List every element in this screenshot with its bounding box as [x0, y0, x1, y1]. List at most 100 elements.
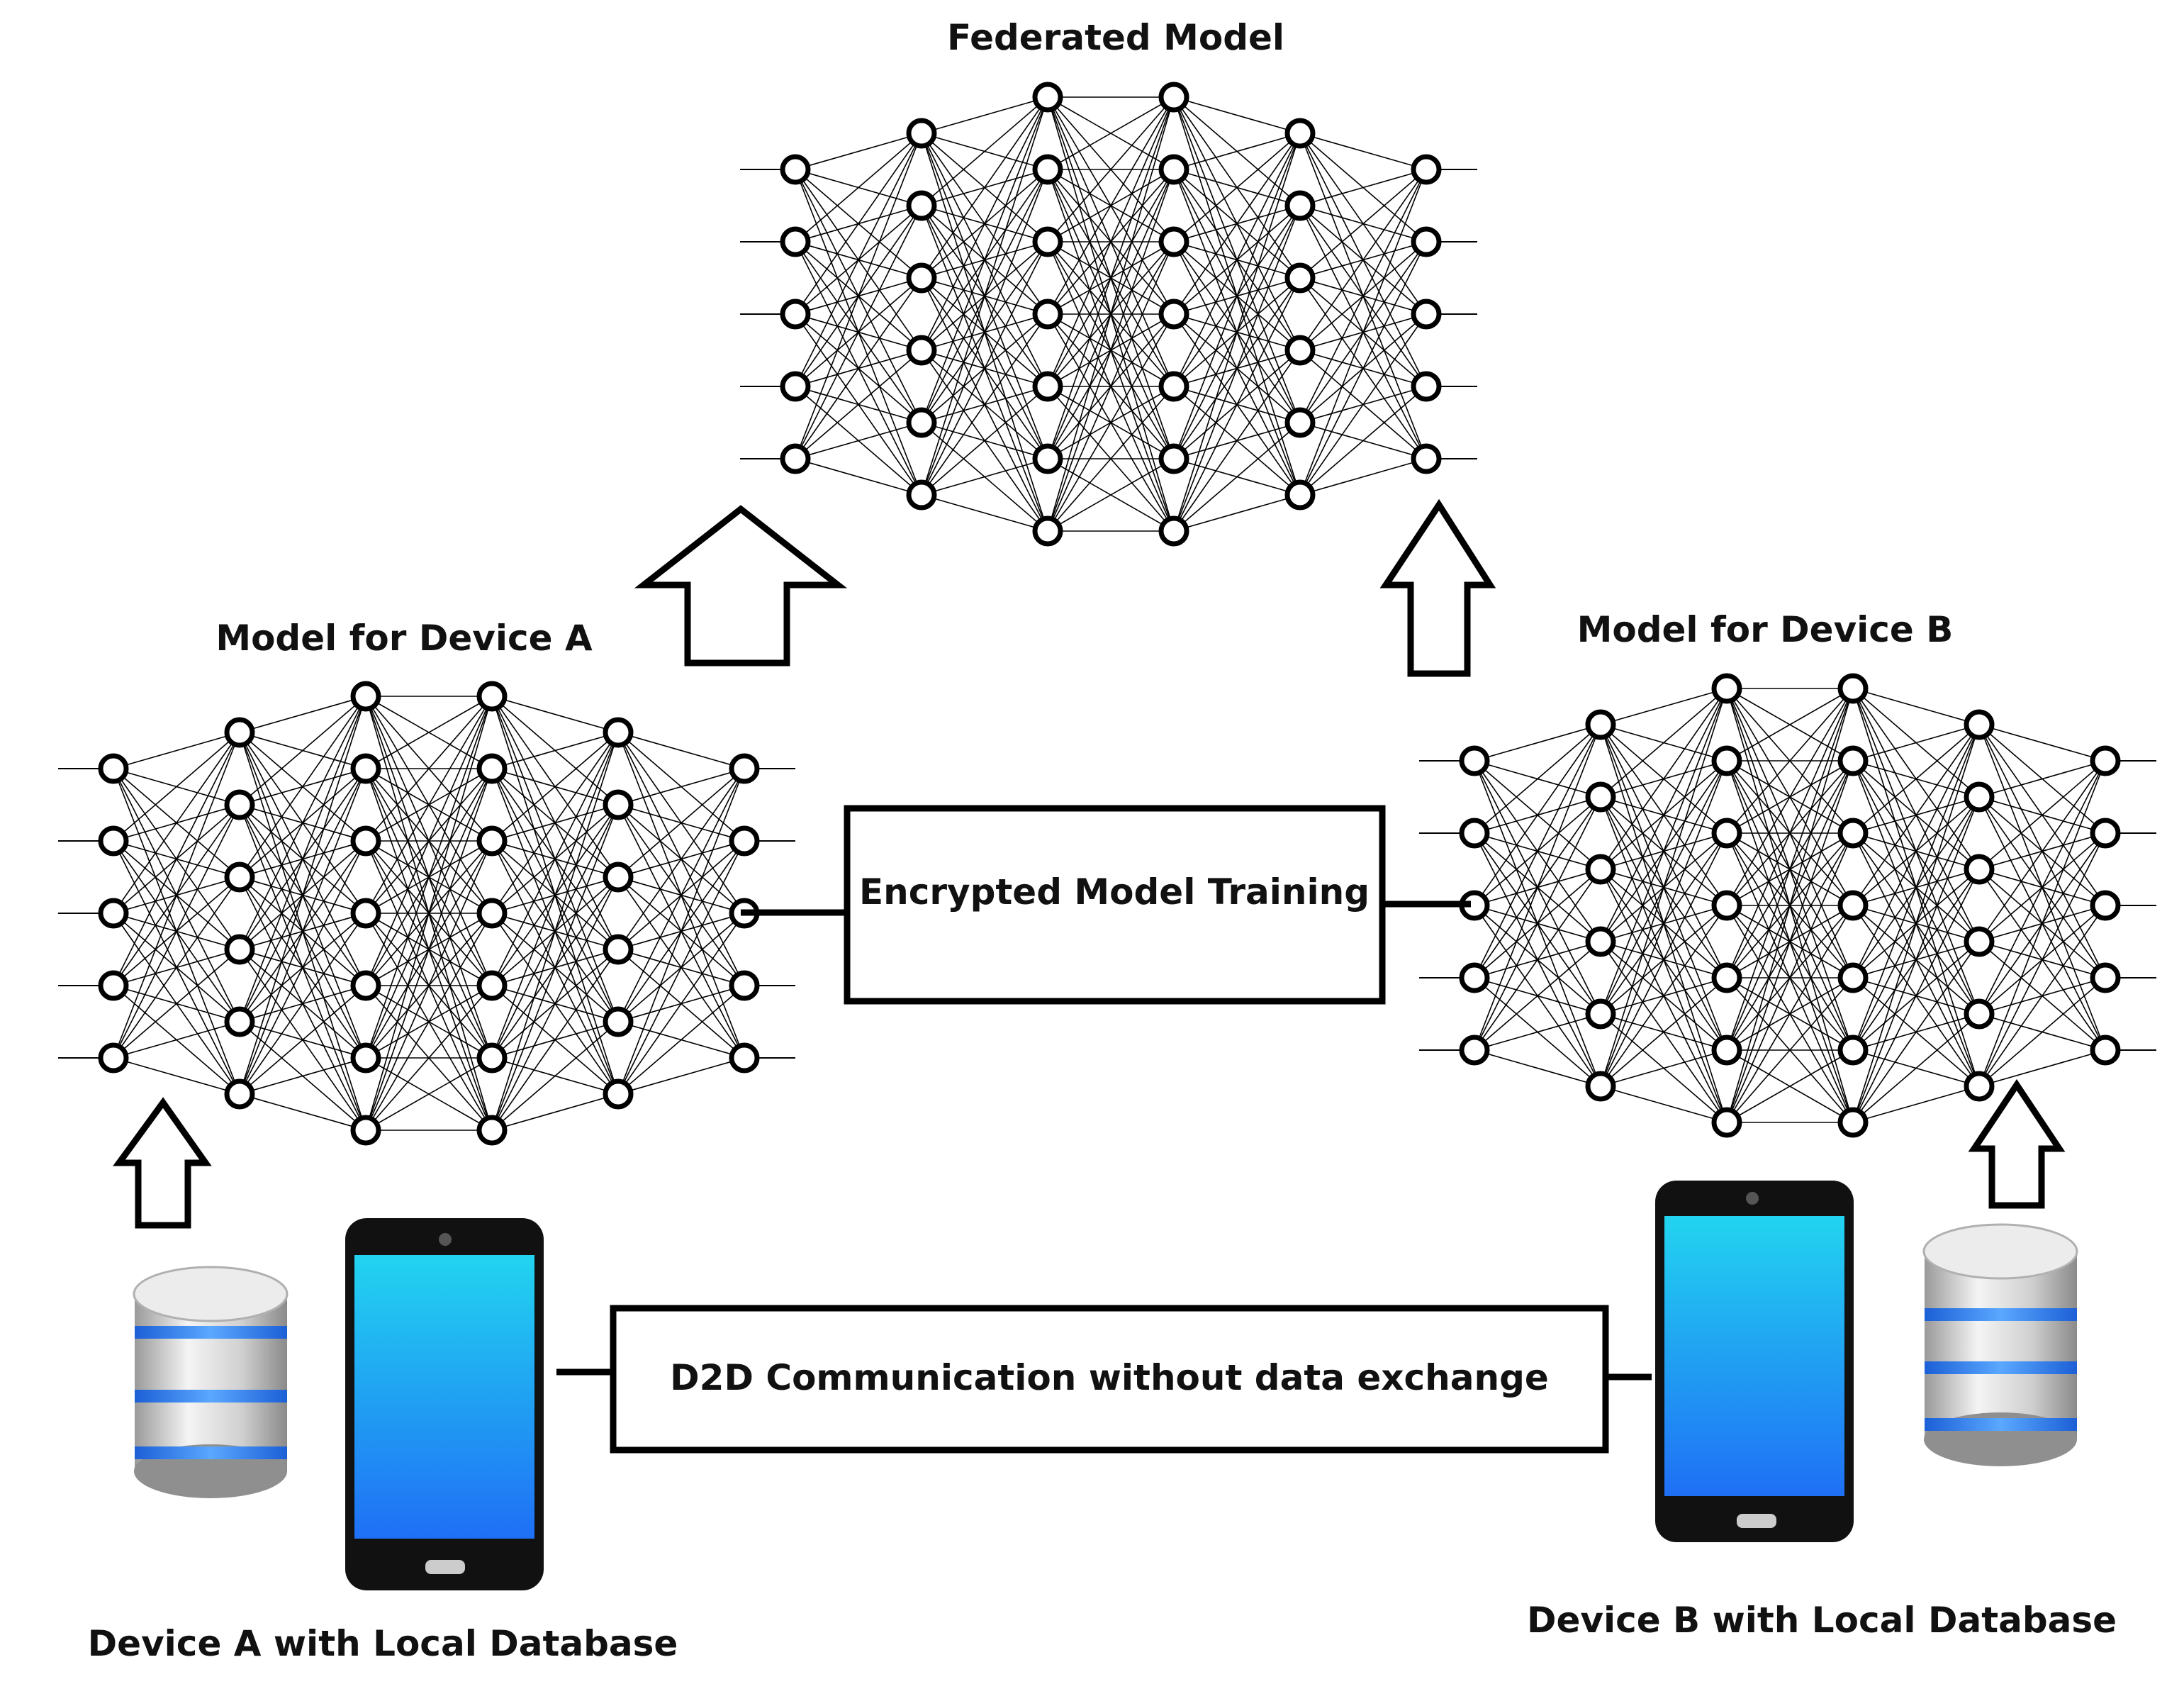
model-a-node: [476, 681, 508, 712]
federated-edge: [1173, 133, 1301, 170]
model-b-edge: [1726, 688, 1854, 978]
federated-edge: [1173, 277, 1301, 532]
federated-edge: [1299, 133, 1427, 170]
model-a-edge: [365, 913, 493, 1131]
model-b-edge: [1474, 941, 1601, 1051]
federated-node: [1284, 479, 1316, 511]
model-b-node: [1711, 1107, 1742, 1138]
federated-edge: [1299, 169, 1427, 496]
model-a-edge: [617, 732, 745, 769]
model-a-edge: [491, 732, 619, 914]
model-b-edge: [1600, 760, 1727, 1087]
federated-node: [780, 226, 811, 257]
federated-edge: [1047, 169, 1175, 532]
model-b-node: [1837, 818, 1869, 849]
model-a-edge: [365, 696, 493, 842]
federated-edge: [1047, 313, 1175, 532]
model-b-edge: [1474, 724, 1601, 1051]
encrypted-training-box: [844, 805, 1386, 1005]
database-a-icon: [133, 1266, 289, 1498]
model-a-edge: [617, 1057, 745, 1095]
model-b-node: [1711, 1035, 1742, 1066]
federated-node: [1284, 190, 1316, 221]
model-a-edge: [239, 985, 366, 1095]
model-b-edge: [1726, 832, 1854, 1123]
device-a-model-title: Model for Device A: [215, 618, 593, 659]
model-b-node: [1711, 673, 1742, 704]
model-b-edge: [1474, 724, 1601, 978]
federated-edge: [1173, 494, 1301, 532]
model-a-node: [729, 753, 760, 784]
federated-node: [906, 407, 937, 438]
model-b-node: [2090, 890, 2121, 921]
federated-edge: [1173, 96, 1301, 134]
model-b-node: [1585, 926, 1616, 957]
federated-node: [1284, 335, 1316, 366]
federated-node: [1158, 82, 1189, 113]
federated-node: [780, 371, 811, 402]
federated-node: [1032, 154, 1063, 185]
model-a-node: [224, 789, 255, 820]
federated-edge: [795, 133, 922, 242]
model-b-node: [1711, 745, 1742, 776]
federated-node: [1032, 299, 1063, 330]
model-a-node: [350, 753, 381, 784]
model-b-node: [1585, 854, 1616, 885]
federated-edge: [1299, 458, 1427, 496]
device-a-caption: Device A with Local Database: [88, 1623, 678, 1664]
federated-edge: [921, 494, 1048, 532]
federated-node: [1158, 443, 1189, 474]
model-a-node: [603, 1078, 634, 1110]
model-a-node: [98, 825, 129, 857]
federated-edge: [1173, 133, 1301, 459]
model-a-node: [98, 1042, 129, 1074]
model-b-edge: [1726, 688, 1854, 906]
model-a-edge: [113, 732, 240, 769]
model-a-node: [603, 1006, 634, 1037]
model-a-edge: [491, 732, 619, 1131]
model-b-edge: [1600, 1086, 1727, 1123]
model-a-node: [98, 753, 129, 784]
federated-node: [1032, 226, 1063, 257]
federated-edge: [1047, 96, 1175, 459]
model-a-edge: [491, 804, 619, 1131]
data-arrow-a-icon: [113, 1097, 212, 1229]
federated-edge: [795, 277, 922, 459]
federated-edge: [1299, 169, 1427, 423]
model-a-edge: [491, 732, 619, 986]
federated-node: [1158, 299, 1189, 330]
model-a-node: [98, 970, 129, 1001]
federated-edge: [1173, 133, 1301, 242]
model-a-node: [729, 970, 760, 1001]
model-b-edge: [1726, 688, 1854, 834]
model-a-edge: [491, 732, 619, 769]
model-b-edge: [1600, 832, 1727, 1087]
model-b-edge: [1852, 941, 1980, 1123]
model-b-edge: [1978, 905, 2106, 1087]
model-a-edge: [617, 768, 745, 878]
federated-node: [1032, 371, 1063, 402]
federated-edge: [1047, 458, 1175, 532]
federated-edge: [1299, 169, 1427, 279]
federated-node: [1411, 226, 1442, 257]
federated-edge: [1047, 96, 1175, 315]
model-a-edge: [617, 840, 745, 1095]
model-b-edge: [1978, 977, 2106, 1087]
federated-node: [1158, 154, 1189, 185]
model-b-node: [1711, 962, 1742, 993]
federated-node: [780, 299, 811, 330]
model-b-edge: [1474, 1013, 1601, 1051]
model-b-edge: [1726, 760, 1854, 1123]
model-b-node: [1459, 745, 1490, 776]
model-a-node: [476, 1115, 508, 1146]
device-b-model-title: Model for Device B: [1577, 609, 1954, 650]
phone-a-icon: [345, 1218, 544, 1590]
model-a-node: [729, 1042, 760, 1074]
model-a-node: [350, 825, 381, 857]
encrypted-training-label: Encrypted Model Training: [859, 871, 1370, 913]
model-a-node: [224, 1006, 255, 1037]
model-b-node: [1964, 926, 1995, 957]
model-b-edge: [1600, 688, 1727, 1087]
federated-node: [906, 335, 937, 366]
federated-edge: [1173, 133, 1301, 532]
